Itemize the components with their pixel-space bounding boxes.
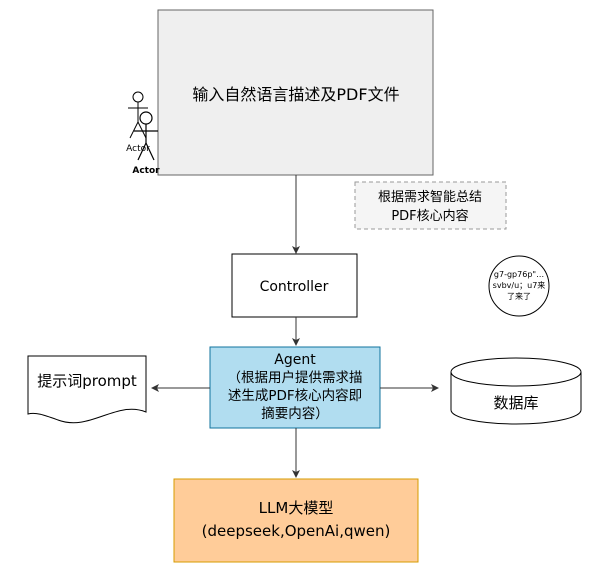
prompt-document[interactable]: 提示词prompt [27, 355, 147, 424]
actor-front [134, 111, 158, 161]
summary-note-line2: PDF核心内容 [391, 208, 468, 224]
agent-desc-line3: 摘要内容） [261, 405, 329, 422]
llm-title: LLM大模型 [259, 499, 334, 517]
database-cylinder[interactable]: 数据库 [450, 357, 582, 425]
input-box[interactable]: 输入自然语言描述及PDF文件 [157, 9, 434, 176]
controller-box[interactable]: Controller [231, 253, 358, 318]
llm-box[interactable]: LLM大模型 (deepseek,OpenAi,qwen) [173, 478, 419, 563]
circle-note: g7-gp76p"… svbv/u；u7来 了来了 [488, 255, 550, 317]
circle-note-line1: g7-gp76p"… [494, 270, 544, 279]
llm-models: (deepseek,OpenAi,qwen) [202, 522, 391, 540]
agent-desc-line1: （根据用户提供需求描 [228, 369, 363, 386]
agent-title: Agent [274, 352, 316, 368]
agent-desc-line2: 述生成PDF核心内容即 [228, 387, 362, 404]
summary-note-line1: 根据需求智能总结 [378, 190, 482, 205]
agent-box[interactable]: Agent （根据用户提供需求描 述生成PDF核心内容即 摘要内容） [209, 346, 381, 429]
prompt-document-label: 提示词prompt [37, 372, 137, 390]
circle-note-line3: 了来了 [507, 292, 531, 301]
circle-note-line2: svbv/u；u7来 [493, 281, 546, 290]
actor-back-label: Actor [126, 144, 150, 154]
actor-front-label: Actor [132, 166, 160, 176]
database-label: 数据库 [493, 394, 538, 412]
actor-back [128, 91, 148, 139]
summary-note: 根据需求智能总结 PDF核心内容 [354, 181, 507, 230]
controller-label: Controller [260, 279, 329, 295]
input-box-label: 输入自然语言描述及PDF文件 [192, 85, 399, 104]
